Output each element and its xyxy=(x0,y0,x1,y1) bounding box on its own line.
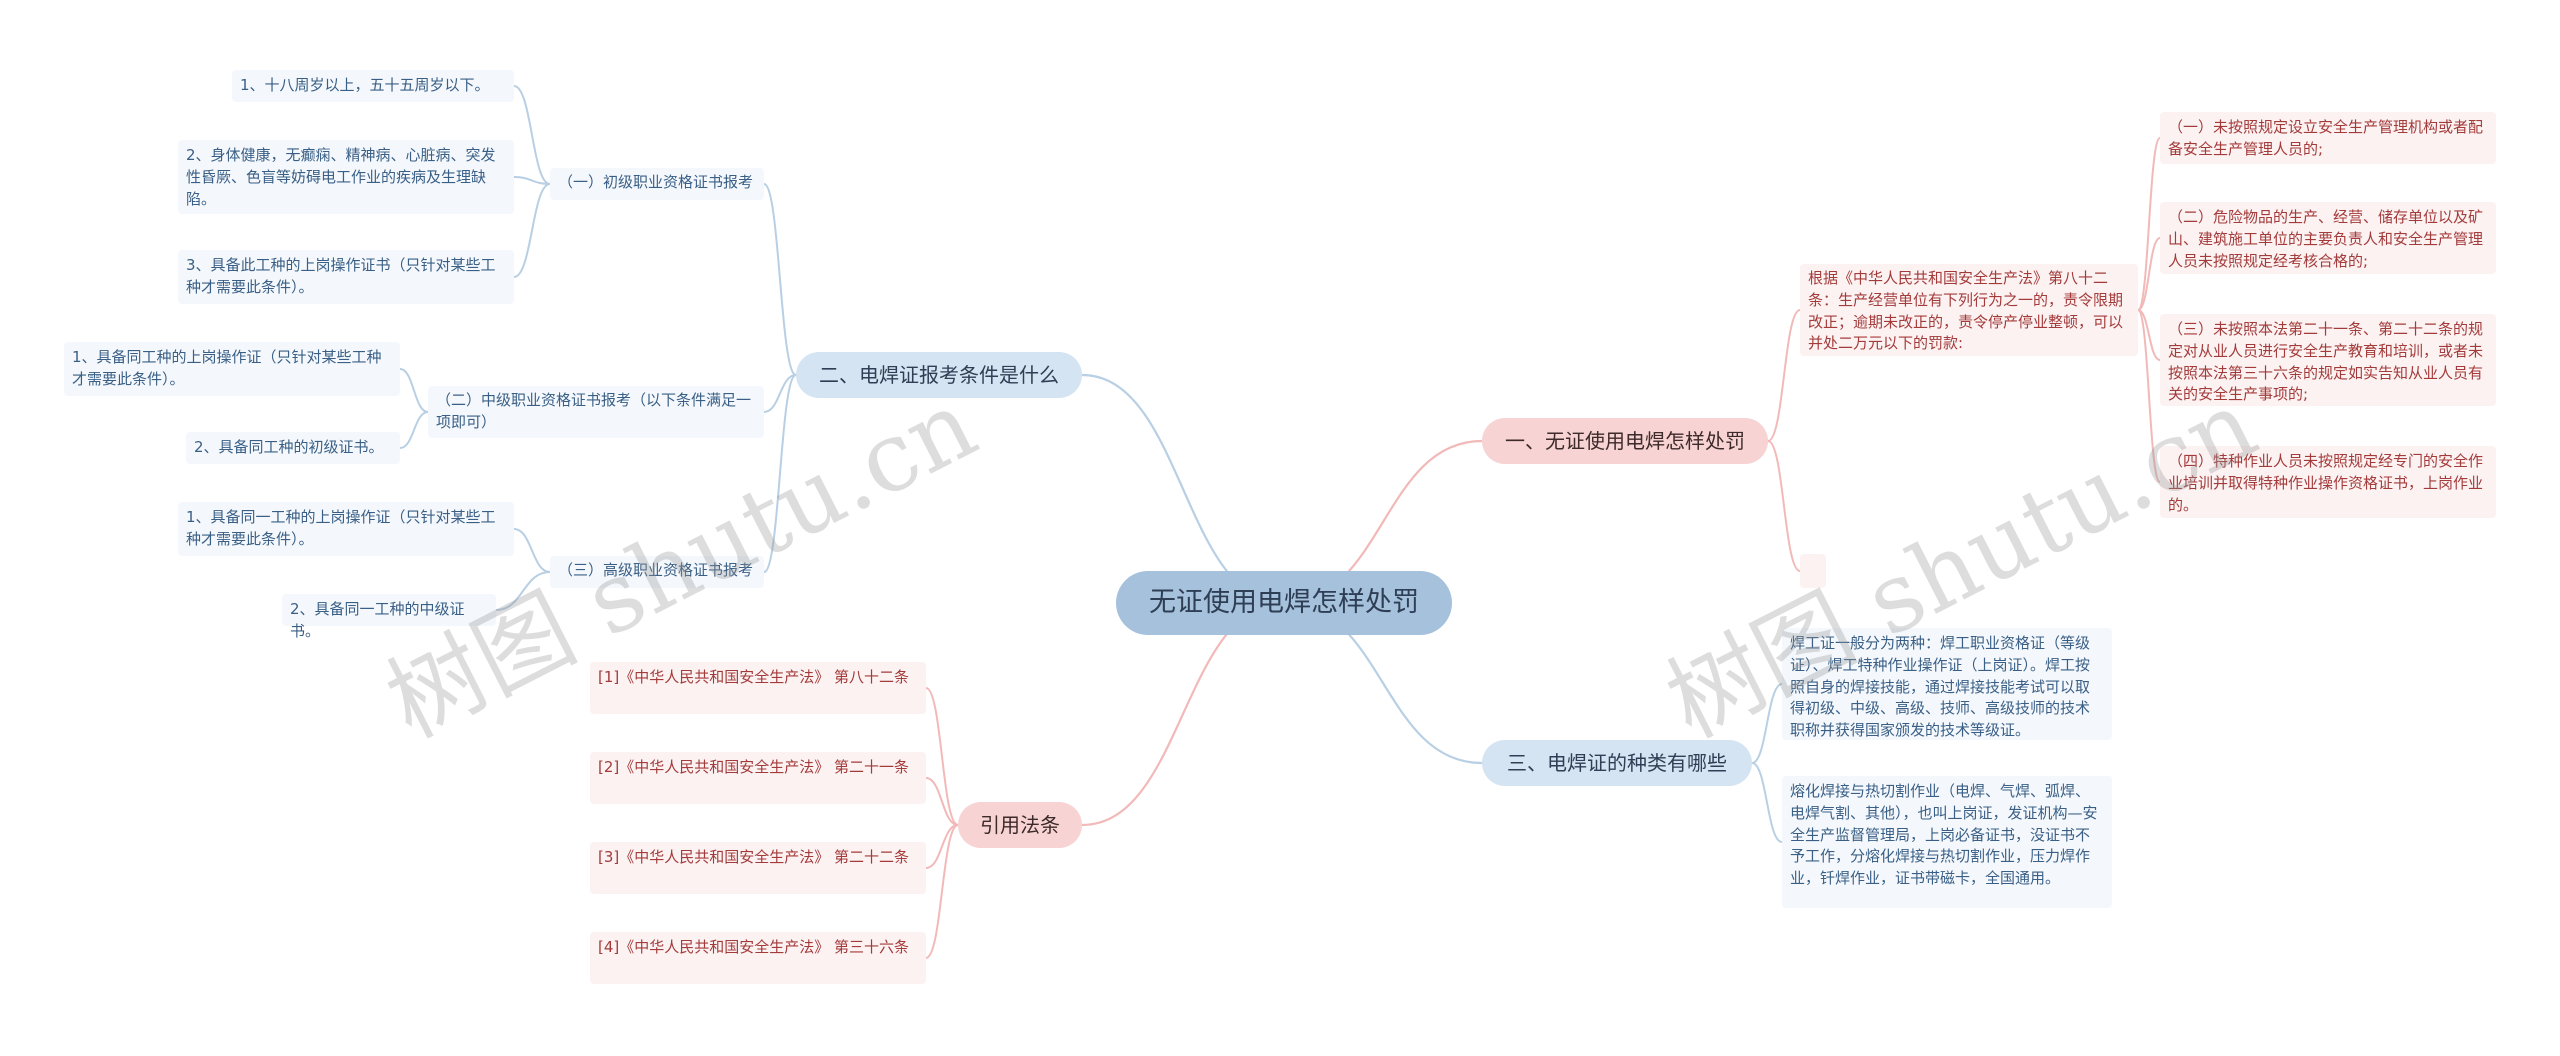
branch-4-item-4-text: [4]《中华人民共和国安全生产法》 第三十六条 xyxy=(598,938,910,956)
branch-1-item-2-text: （二）危险物品的生产、经营、储存单位以及矿山、建筑施工单位的主要负责人和安全生产… xyxy=(2168,208,2484,270)
branch-1-label: 一、无证使用电焊怎样处罚 xyxy=(1505,428,1745,453)
branch-2-g1-item-1-text: 1、十八周岁以上，五十五周岁以下。 xyxy=(240,76,490,94)
link-b1-item-4 xyxy=(2137,309,2161,483)
branch-1-node[interactable]: 一、无证使用电焊怎样处罚 xyxy=(1482,418,1768,464)
link-b4-item-1 xyxy=(925,687,959,826)
branch-3-item-2[interactable]: 熔化焊接与热切割作业（电焊、气焊、弧焊、电焊气割、其他），也叫上岗证，发证机构—… xyxy=(1782,776,2112,908)
branch-2-g2-item-1-text: 1、具备同工种的上岗操作证（只针对某些工种才需要此条件）。 xyxy=(72,348,382,388)
link-b4-item-2 xyxy=(925,777,959,826)
link-b2-g1-2 xyxy=(513,176,551,185)
branch-2-g3-item-1-text: 1、具备同一工种的上岗操作证（只针对某些工种才需要此条件）。 xyxy=(186,508,496,548)
branch-2-g2-item-1[interactable]: 1、具备同工种的上岗操作证（只针对某些工种才需要此条件）。 xyxy=(64,342,400,396)
branch-3-item-2-text: 熔化焊接与热切割作业（电焊、气焊、弧焊、电焊气割、其他），也叫上岗证，发证机构—… xyxy=(1790,782,2098,887)
link-root-b2 xyxy=(1081,373,1285,605)
branch-4-node[interactable]: 引用法条 xyxy=(958,802,1082,848)
branch-1-item-1[interactable]: （一）未按照规定设立安全生产管理机构或者配备安全生产管理人员的; xyxy=(2160,112,2496,164)
link-b1-item-1 xyxy=(2137,137,2161,311)
branch-2-g1-item-3-text: 3、具备此工种的上岗操作证书（只针对某些工种才需要此条件）。 xyxy=(186,256,496,296)
link-root-b4 xyxy=(1081,601,1285,827)
branch-2-group-1-label: （一）初级职业资格证书报考 xyxy=(558,173,754,191)
branch-2-g3-item-2-text: 2、具备同一工种的中级证书。 xyxy=(290,600,465,640)
branch-1-intro[interactable]: 根据《中华人民共和国安全生产法》第八十二条：生产经营单位有下列行为之一的，责令限… xyxy=(1800,264,2138,356)
branch-4-item-2[interactable]: [2]《中华人民共和国安全生产法》 第二十一条 xyxy=(590,752,926,804)
branch-1-item-4[interactable]: （四）特种作业人员未按照规定经专门的安全作业培训并取得特种作业操作资格证书，上岗… xyxy=(2160,446,2496,518)
root-label: 无证使用电焊怎样处罚 xyxy=(1149,587,1419,619)
branch-2-g2-item-2[interactable]: 2、具备同工种的初级证书。 xyxy=(186,432,400,464)
link-b1-intro xyxy=(1767,309,1801,442)
branch-4-item-3-text: [3]《中华人民共和国安全生产法》 第二十二条 xyxy=(598,848,910,866)
branch-3-label: 三、电焊证的种类有哪些 xyxy=(1507,750,1727,775)
branch-4-item-1[interactable]: [1]《中华人民共和国安全生产法》 第八十二条 xyxy=(590,662,926,714)
link-b3-item-2 xyxy=(1751,762,1783,843)
link-b4-item-4 xyxy=(925,824,959,959)
link-b1-spacer xyxy=(1767,440,1801,572)
branch-2-group-3[interactable]: （三）高级职业资格证书报考 xyxy=(550,556,764,588)
link-b2-g3-2 xyxy=(495,571,551,611)
branch-2-group-2[interactable]: （二）中级职业资格证书报考（以下条件满足一项即可） xyxy=(428,386,764,438)
branch-1-item-4-text: （四）特种作业人员未按照规定经专门的安全作业培训并取得特种作业操作资格证书，上岗… xyxy=(2168,452,2484,514)
link-b2-g1-1 xyxy=(513,85,551,185)
branch-3-item-1[interactable]: 焊工证一般分为两种：焊工职业资格证（等级证）、焊工特种作业操作证（上岗证）。焊工… xyxy=(1782,628,2112,740)
branch-1-intro-text: 根据《中华人民共和国安全生产法》第八十二条：生产经营单位有下列行为之一的，责令限… xyxy=(1808,269,2124,353)
branch-4-item-1-text: [1]《中华人民共和国安全生产法》 第八十二条 xyxy=(598,668,910,686)
branch-1-item-3-text: （三）未按照本法第二十一条、第二十二条的规定对从业人员进行安全生产教育和培训，或… xyxy=(2168,320,2484,404)
branch-4-item-2-text: [2]《中华人民共和国安全生产法》 第二十一条 xyxy=(598,758,910,776)
link-b2-group-2 xyxy=(763,374,797,413)
link-b2-g2-2 xyxy=(399,411,429,449)
branch-2-g1-item-3[interactable]: 3、具备此工种的上岗操作证书（只针对某些工种才需要此条件）。 xyxy=(178,250,514,304)
branch-1-item-2[interactable]: （二）危险物品的生产、经营、储存单位以及矿山、建筑施工单位的主要负责人和安全生产… xyxy=(2160,202,2496,274)
link-b1-item-3 xyxy=(2137,309,2161,361)
link-b2-g1-3 xyxy=(513,183,551,278)
branch-2-g3-item-2[interactable]: 2、具备同一工种的中级证书。 xyxy=(282,594,496,640)
branch-1-item-3[interactable]: （三）未按照本法第二十一条、第二十二条的规定对从业人员进行安全生产教育和培训，或… xyxy=(2160,314,2496,406)
link-b2-g2-1 xyxy=(399,368,429,413)
branch-2-group-3-label: （三）高级职业资格证书报考 xyxy=(558,561,754,579)
branch-2-group-2-label: （二）中级职业资格证书报考（以下条件满足一项即可） xyxy=(436,391,752,431)
branch-4-item-3[interactable]: [3]《中华人民共和国安全生产法》 第二十二条 xyxy=(590,842,926,894)
branch-2-label: 二、电焊证报考条件是什么 xyxy=(819,362,1059,387)
link-b2-g3-1 xyxy=(513,528,551,573)
branch-4-label: 引用法条 xyxy=(980,812,1060,837)
link-b2-group-3 xyxy=(763,374,797,573)
root-node[interactable]: 无证使用电焊怎样处罚 xyxy=(1116,571,1452,635)
branch-2-g3-item-1[interactable]: 1、具备同一工种的上岗操作证（只针对某些工种才需要此条件）。 xyxy=(178,502,514,556)
branch-2-g2-item-2-text: 2、具备同工种的初级证书。 xyxy=(194,438,384,456)
branch-2-group-1[interactable]: （一）初级职业资格证书报考 xyxy=(550,168,764,200)
branch-1-item-1-text: （一）未按照规定设立安全生产管理机构或者配备安全生产管理人员的; xyxy=(2168,118,2484,158)
link-b3-item-1 xyxy=(1751,683,1783,764)
branch-2-g1-item-2-text: 2、身体健康，无癫痫、精神病、心脏病、突发性昏厥、色盲等妨碍电工作业的疾病及生理… xyxy=(186,146,496,208)
branch-2-g1-item-1[interactable]: 1、十八周岁以上，五十五周岁以下。 xyxy=(232,70,514,102)
branch-2-node[interactable]: 二、电焊证报考条件是什么 xyxy=(796,352,1082,398)
link-b2-group-1 xyxy=(763,183,797,376)
branch-3-node[interactable]: 三、电焊证的种类有哪些 xyxy=(1482,740,1752,786)
branch-1-spacer xyxy=(1800,554,1826,588)
branch-3-item-1-text: 焊工证一般分为两种：焊工职业资格证（等级证）、焊工特种作业操作证（上岗证）。焊工… xyxy=(1790,634,2091,739)
link-b4-item-3 xyxy=(925,824,959,869)
link-b1-item-2 xyxy=(2137,237,2161,311)
branch-4-item-4[interactable]: [4]《中华人民共和国安全生产法》 第三十六条 xyxy=(590,932,926,984)
branch-2-g1-item-2[interactable]: 2、身体健康，无癫痫、精神病、心脏病、突发性昏厥、色盲等妨碍电工作业的疾病及生理… xyxy=(178,140,514,214)
